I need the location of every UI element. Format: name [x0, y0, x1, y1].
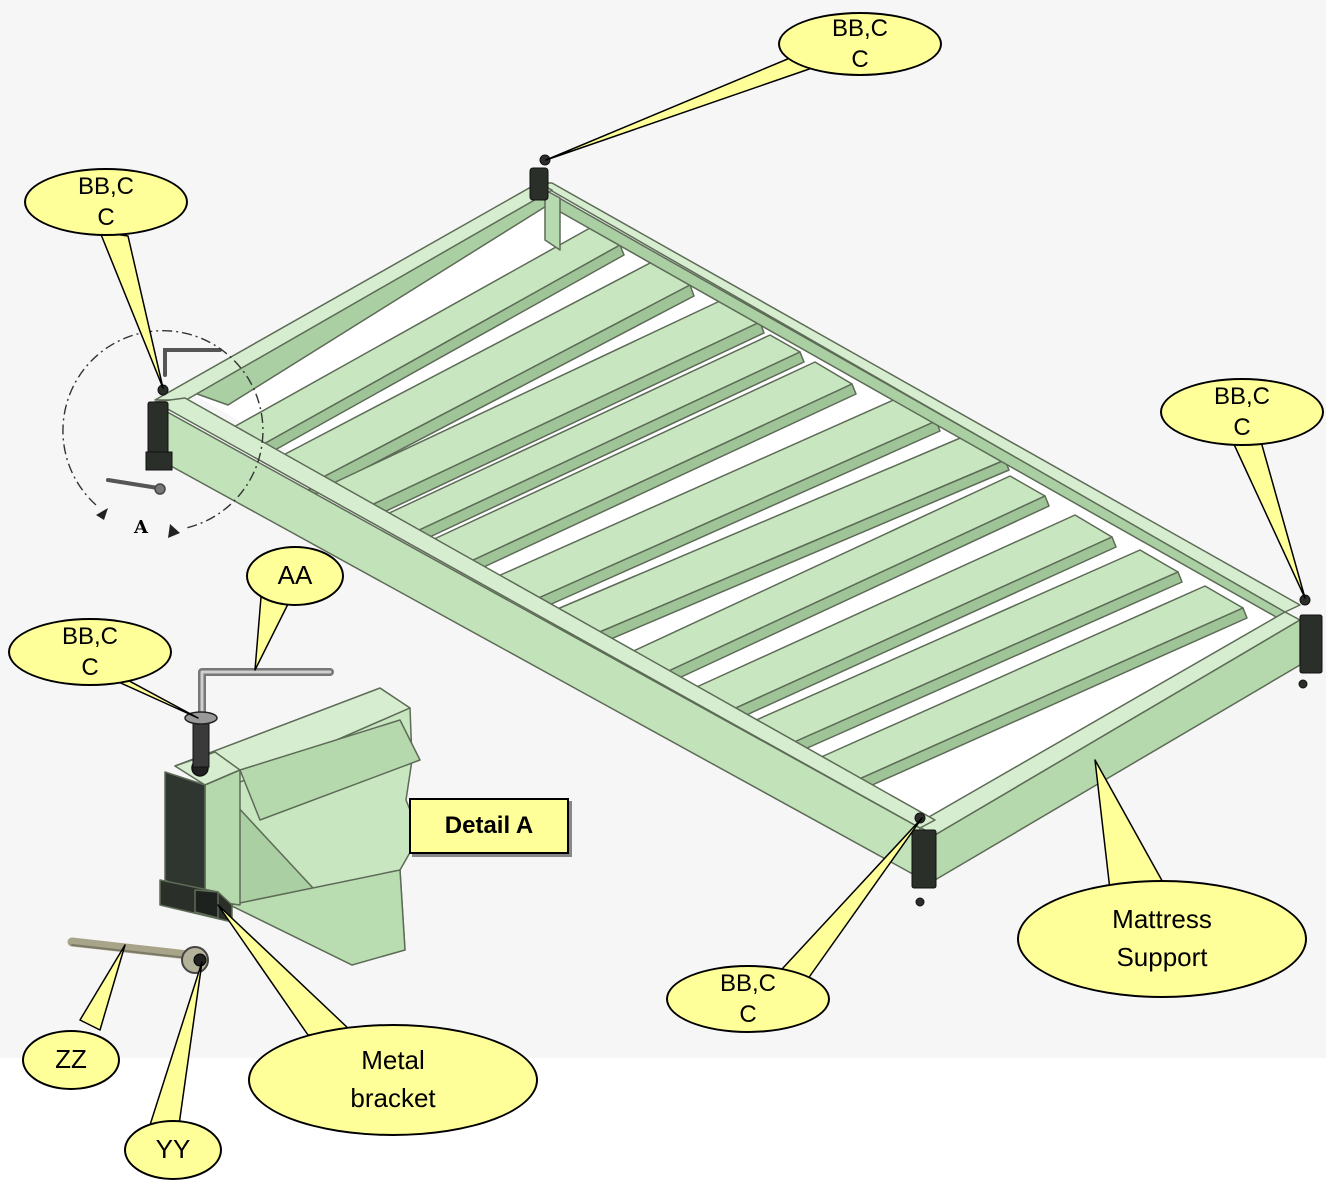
detail-fasteners: [67, 668, 334, 974]
callout-bbcc-bottom: BB,C C: [666, 965, 830, 1033]
detail-block-face: [204, 769, 241, 906]
corner-brackets: [145, 154, 1323, 907]
callout-pointers: [79, 57, 1306, 1133]
bolt-bottom: [914, 812, 926, 824]
allen-key-aa-highlight: [200, 670, 332, 722]
pointer-mattress-support: [1094, 759, 1166, 891]
small-wrench-head: [154, 483, 166, 495]
small-wrench: [106, 478, 160, 490]
callout-bbcc-detail: BB,C C: [8, 618, 172, 686]
bracket-left-foot: [145, 451, 173, 471]
pointer-top: [545, 57, 819, 161]
wrench-zz: [67, 937, 193, 960]
bracket-top-corner: [529, 167, 549, 201]
bracket-right-corner: [1299, 614, 1323, 674]
callout-yy: YY: [124, 1120, 222, 1180]
nut-yy: [193, 953, 207, 967]
head-rail-inner-face-2: [544, 189, 561, 251]
detail-circle: [62, 329, 264, 529]
detail-a-view: [159, 687, 421, 966]
bracket-bottom-corner: [911, 829, 937, 889]
bolt-right: [1299, 594, 1311, 606]
arrow-left: [96, 508, 108, 520]
slats: [231, 227, 1248, 795]
pointer-bottom: [769, 817, 923, 991]
callout-bbcc-top: BB,C C: [778, 12, 942, 76]
bolt-top: [539, 154, 551, 166]
callout-zz: ZZ: [22, 1030, 120, 1090]
detail-rail-end: [229, 869, 406, 966]
detail-bracket-tab: [194, 889, 219, 919]
detail-view-marker: [62, 329, 264, 529]
detail-bracket-side: [164, 771, 206, 901]
nut-right: [1298, 679, 1308, 689]
bracket-left-corner: [147, 401, 169, 461]
left-corner-tools: [106, 348, 222, 495]
detail-a-label: Detail A: [409, 798, 569, 854]
nut-bottom: [915, 897, 925, 907]
callout-mattress-support: Mattress Support: [1017, 880, 1307, 998]
small-allen-key: [163, 348, 222, 377]
pointer-zz: [79, 944, 126, 1031]
callout-aa: AA: [246, 546, 344, 606]
bed-frame: [154, 182, 1301, 881]
arrow-right: [168, 524, 180, 538]
callout-bbcc-right: BB,C C: [1160, 378, 1324, 446]
pointer-left: [99, 231, 164, 389]
detail-rail-lower-step: [239, 719, 421, 821]
wrench-zz-shade: [71, 944, 189, 959]
callout-bbcc-left: BB,C C: [24, 168, 188, 236]
front-rail-top: [154, 397, 936, 829]
callout-metal-bracket: Metal bracket: [248, 1024, 538, 1136]
pointer-yy: [149, 961, 203, 1133]
view-label-a: A: [134, 517, 148, 538]
allen-key-aa: [198, 668, 334, 724]
detail-arrows: [96, 508, 180, 538]
